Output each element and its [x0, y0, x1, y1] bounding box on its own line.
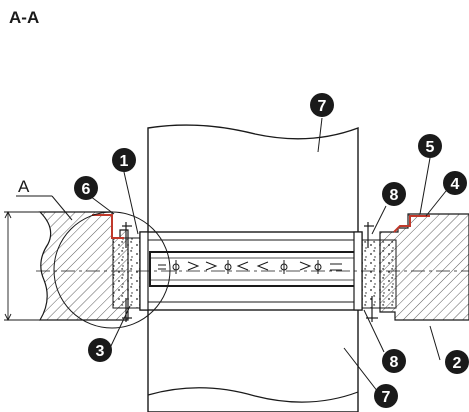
- callout-8-top: 8: [382, 182, 406, 206]
- detail-label-a: A: [18, 177, 30, 196]
- callout-7-bottom: 7: [374, 384, 398, 408]
- left-red-seal: [92, 214, 124, 239]
- callout-4-label: 4: [451, 176, 460, 193]
- callout-7-bottom-label: 7: [382, 389, 391, 406]
- left-wall: [38, 211, 129, 321]
- callout-8-bottom: 8: [382, 349, 406, 373]
- dimension-wall-thickness: [4, 210, 40, 322]
- callout-8-top-label: 8: [390, 187, 399, 204]
- callout-6: 6: [74, 176, 98, 200]
- callout-1: 1: [112, 148, 136, 172]
- left-sealant-fill: [112, 237, 141, 309]
- callout-3-label: 3: [96, 343, 105, 360]
- callout-2-label: 2: [453, 355, 462, 372]
- callout-8-bottom-label: 8: [390, 354, 399, 371]
- callout-7-top: 7: [310, 93, 334, 117]
- leader-lines: [89, 117, 451, 393]
- callout-3: 3: [88, 338, 112, 362]
- callout-2: 2: [445, 350, 469, 374]
- right-red-seal: [393, 215, 430, 233]
- callout-5-label: 5: [426, 139, 435, 156]
- callout-5: 5: [418, 134, 442, 158]
- callout-1-label: 1: [120, 153, 129, 170]
- callout-6-label: 6: [82, 181, 91, 198]
- section-title: A-A: [9, 8, 40, 27]
- callout-7-top-label: 7: [318, 98, 327, 115]
- right-sealant-fill: [359, 239, 397, 309]
- callout-4: 4: [443, 171, 467, 195]
